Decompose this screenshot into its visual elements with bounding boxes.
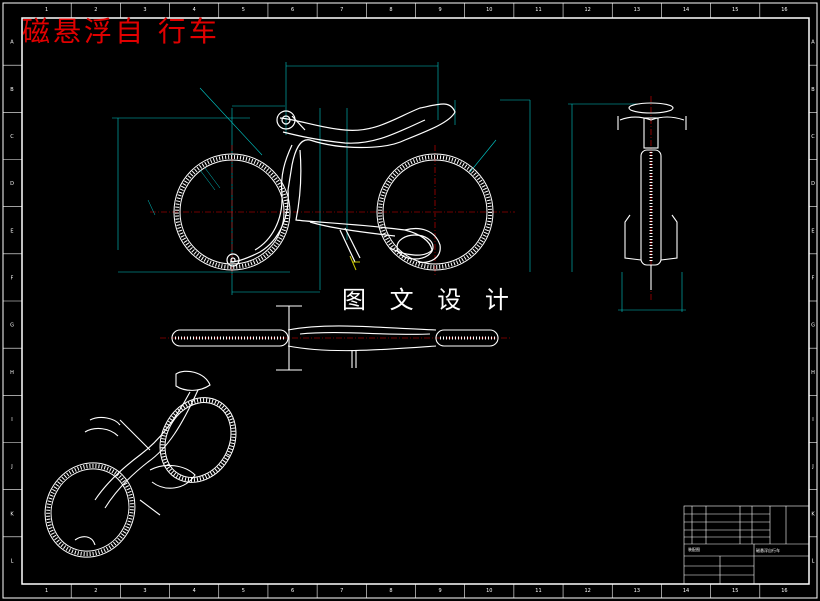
zone-mark-top: 2 (94, 7, 97, 13)
zone-mark-top: 3 (143, 7, 146, 13)
zone-mark-top: 16 (781, 7, 787, 13)
drawing-title: 磁悬浮自 行车 (22, 15, 220, 48)
zone-mark-right: D (811, 181, 815, 187)
title-block (683, 505, 810, 585)
zone-mark-top: 6 (291, 7, 294, 13)
zone-mark-bottom: 10 (486, 588, 492, 594)
zone-mark-top: 15 (732, 7, 738, 13)
zone-mark-left: D (10, 181, 14, 187)
isometric-view (44, 370, 237, 558)
zone-mark-right: L (812, 558, 815, 564)
zone-mark-bottom: 14 (683, 588, 689, 594)
zone-mark-right: K (811, 511, 815, 517)
zone-mark-top: 1 (45, 7, 48, 13)
zone-mark-left: C (10, 134, 14, 140)
zone-mark-right: B (811, 87, 815, 93)
zone-mark-left: E (10, 228, 13, 234)
zone-mark-top: 8 (389, 7, 392, 13)
zone-mark-bottom: 13 (634, 588, 640, 594)
zone-mark-right: H (811, 370, 815, 376)
zone-mark-bottom: 12 (584, 588, 590, 594)
zone-mark-left: L (11, 558, 14, 564)
zone-mark-right: J (811, 464, 813, 470)
zone-mark-bottom: 11 (535, 588, 541, 594)
zone-mark-bottom: 9 (439, 588, 442, 594)
zone-mark-top: 9 (439, 7, 442, 13)
border-zone-marks: 1122334455667788991010111112121313141415… (3, 3, 817, 598)
zone-mark-top: 10 (486, 7, 492, 13)
side-view (112, 62, 531, 295)
zone-mark-bottom: 16 (781, 588, 787, 594)
top-view (160, 305, 510, 371)
zone-mark-right: G (811, 323, 815, 329)
zone-mark-right: E (811, 228, 814, 234)
zone-mark-top: 11 (535, 7, 541, 13)
zone-mark-bottom: 3 (143, 588, 146, 594)
zone-mark-top: 7 (340, 7, 343, 13)
zone-mark-right: I (812, 417, 813, 423)
zone-mark-right: F (812, 275, 815, 281)
zone-mark-top: 4 (193, 7, 196, 13)
front-view (568, 96, 687, 312)
zone-mark-bottom: 4 (193, 588, 196, 594)
zone-mark-top: 12 (584, 7, 590, 13)
title-block-drawing-name: 磁悬浮自行车 (756, 547, 780, 553)
zone-mark-left: J (10, 464, 12, 470)
zone-mark-left: K (10, 511, 14, 517)
zone-mark-bottom: 7 (340, 588, 343, 594)
zone-mark-left: F (11, 275, 14, 281)
zone-mark-bottom: 6 (291, 588, 294, 594)
zone-mark-left: I (11, 417, 12, 423)
zone-mark-bottom: 8 (389, 588, 392, 594)
zone-mark-bottom: 2 (94, 588, 97, 594)
zone-mark-top: 14 (683, 7, 689, 13)
zone-mark-left: B (10, 87, 14, 93)
title-block-part-label: 装配图 (688, 546, 700, 552)
zone-mark-left: G (10, 323, 14, 329)
zone-mark-bottom: 15 (732, 588, 738, 594)
zone-mark-right: A (811, 40, 815, 46)
zone-mark-left: H (10, 370, 14, 376)
zone-mark-left: A (10, 40, 14, 46)
zone-mark-top: 13 (634, 7, 640, 13)
zone-mark-bottom: 1 (45, 588, 48, 594)
zone-mark-right: C (811, 134, 815, 140)
zone-mark-bottom: 5 (242, 588, 245, 594)
watermark-text: 图 文 设 计 (342, 286, 517, 314)
zone-mark-top: 5 (242, 7, 245, 13)
